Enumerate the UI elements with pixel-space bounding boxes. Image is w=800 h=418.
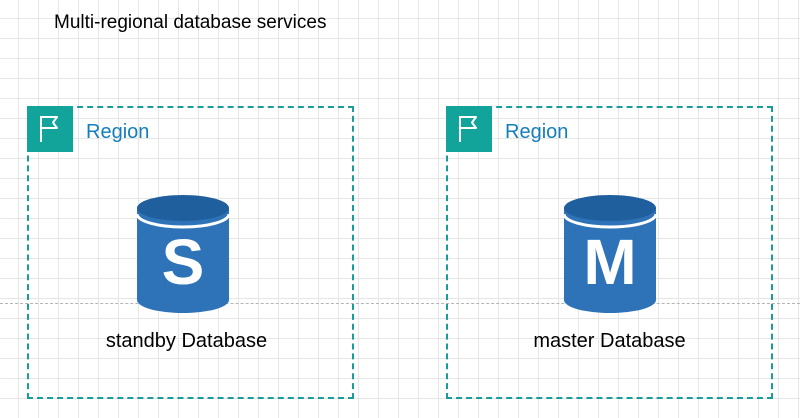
database-caption: master Database	[533, 330, 686, 352]
database-letter: S	[162, 226, 205, 298]
flag-icon	[27, 106, 73, 152]
database-icon[interactable]: M	[562, 194, 658, 314]
replication-connector	[0, 303, 800, 304]
database-letter: M	[583, 226, 636, 298]
database-icon[interactable]: S	[135, 194, 231, 314]
region-label: Region	[86, 121, 150, 143]
database-caption: standby Database	[105, 330, 268, 352]
diagram-title: Multi-regional database services	[54, 12, 327, 33]
region-group-master[interactable]: Region M master Database	[446, 106, 773, 399]
region-group-standby[interactable]: Region S standby Database	[27, 106, 354, 399]
flag-icon	[446, 106, 492, 152]
region-label: Region	[505, 121, 569, 143]
